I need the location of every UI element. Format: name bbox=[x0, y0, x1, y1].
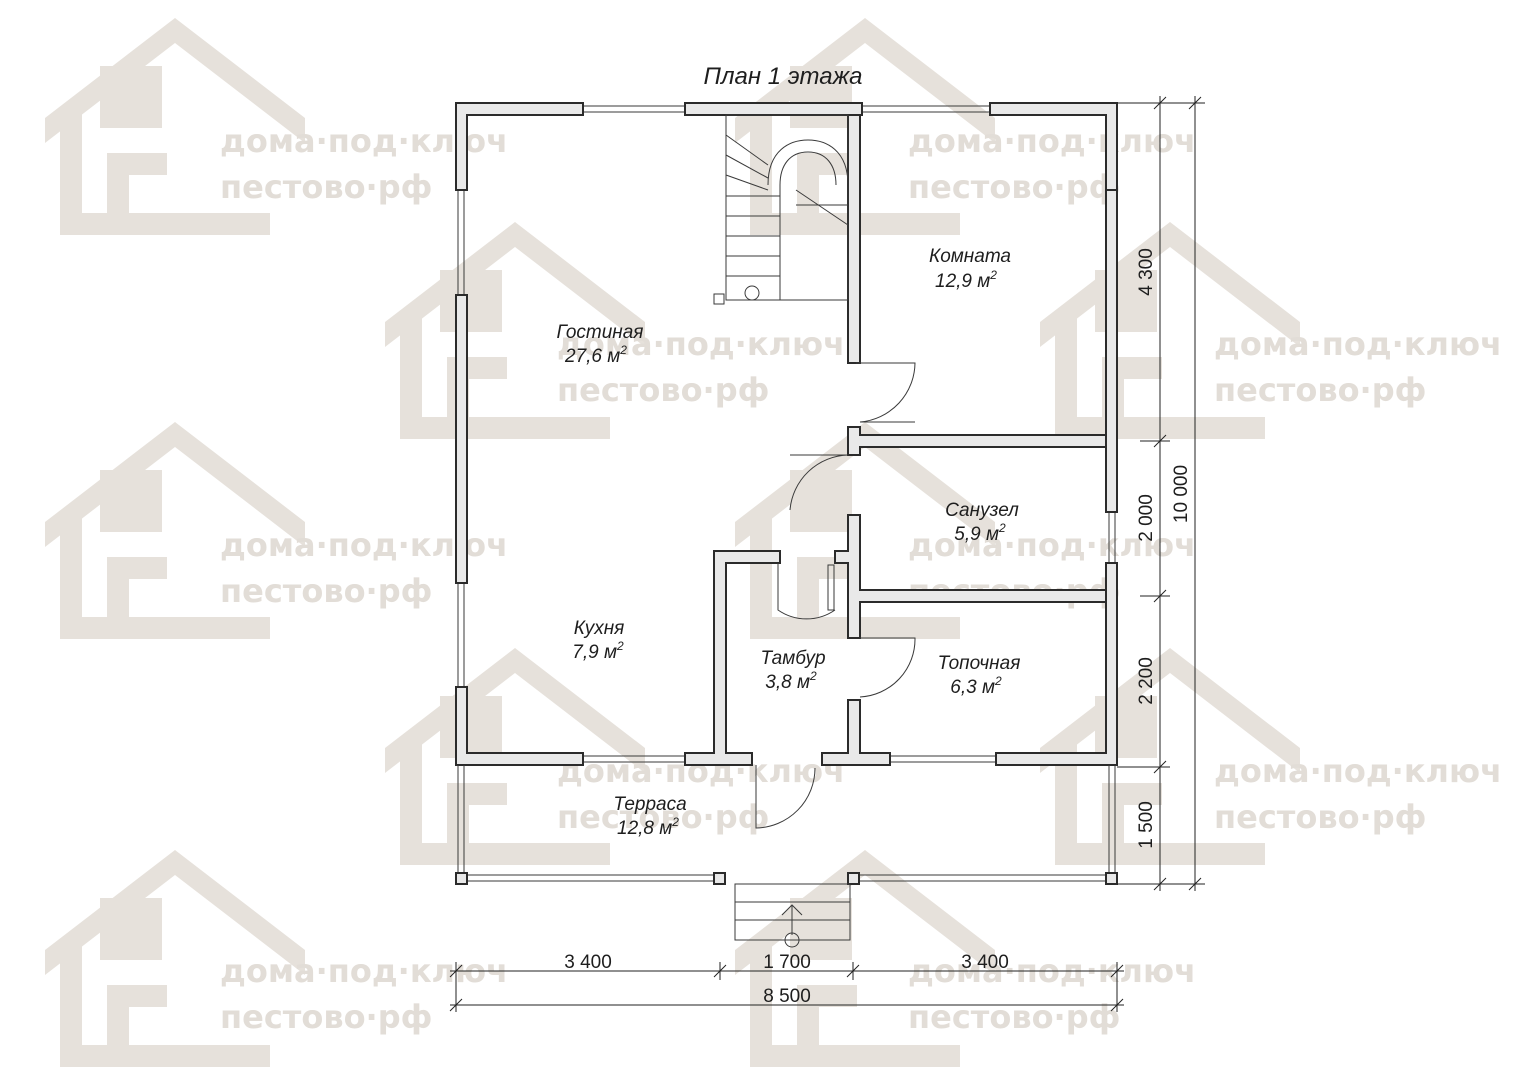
terrace-railing bbox=[455, 765, 1118, 885]
watermark-text: дома·под·ключ bbox=[908, 122, 1196, 160]
watermark-text: пестово·рф bbox=[220, 168, 432, 206]
watermark-text: дома·под·ключ bbox=[557, 325, 845, 363]
room-name: Топочная bbox=[938, 653, 1021, 674]
width-dimensions: 3 400 1 700 3 400 8 500 bbox=[449, 952, 1124, 1012]
room-name: Гостиная bbox=[557, 322, 644, 343]
watermark-text: дома·под·ключ bbox=[1214, 325, 1502, 363]
windows bbox=[457, 105, 1116, 763]
room-name: Комната bbox=[929, 246, 1011, 267]
watermark-text: пестово·рф bbox=[1214, 371, 1426, 409]
room-area: 12,9 м2 bbox=[935, 268, 997, 292]
staircase bbox=[713, 114, 849, 305]
watermark-text: пестово·рф bbox=[908, 168, 1120, 206]
room-area: 5,9 м2 bbox=[954, 521, 1006, 545]
room-labels: Гостиная 27,6 м2 Комната 12,9 м2 Санузел… bbox=[557, 246, 1021, 839]
room-name: Тамбур bbox=[760, 648, 825, 669]
watermark-text: пестово·рф bbox=[557, 798, 769, 836]
room-area: 6,3 м2 bbox=[950, 674, 1002, 698]
room-area: 7,9 м2 bbox=[572, 639, 624, 663]
watermark-text: дома·под·ключ bbox=[908, 526, 1196, 564]
room-name: Санузел bbox=[945, 500, 1019, 521]
dimension-label: 1 500 bbox=[1136, 801, 1157, 849]
dimension-label: 4 300 bbox=[1136, 248, 1157, 296]
watermark-layer: дома·под·ключ пестово·рф дома·под·ключ п… bbox=[45, 18, 1502, 1067]
dimension-label: 2 200 bbox=[1136, 657, 1157, 705]
room-area: 12,8 м2 bbox=[617, 815, 679, 839]
dimension-label: 1 700 bbox=[763, 952, 811, 973]
room-name: Кухня bbox=[574, 618, 625, 639]
dimension-label: 3 400 bbox=[564, 952, 612, 973]
dimension-label: 8 500 bbox=[763, 986, 811, 1007]
room-area: 3,8 м2 bbox=[765, 669, 817, 693]
dimension-label: 2 000 bbox=[1136, 494, 1157, 542]
dimension-label: 10 000 bbox=[1171, 465, 1192, 523]
room-area: 27,6 м2 bbox=[564, 343, 627, 367]
watermark-text: пестово·рф bbox=[220, 998, 432, 1036]
watermark-text: пестово·рф bbox=[557, 371, 769, 409]
watermark-text: дома·под·ключ bbox=[1214, 752, 1502, 790]
watermark-text: пестово·рф bbox=[220, 572, 432, 610]
walls bbox=[455, 102, 1118, 766]
doors bbox=[755, 362, 916, 829]
watermark-text: пестово·рф bbox=[1214, 798, 1426, 836]
entry-steps bbox=[734, 883, 851, 948]
dimension-label: 3 400 bbox=[961, 952, 1009, 973]
room-name: Терраса bbox=[613, 794, 686, 815]
plan-title: План 1 этажа bbox=[704, 63, 863, 90]
watermark-text: пестово·рф bbox=[908, 998, 1120, 1036]
depth-dimensions: 4 300 2 000 2 200 1 500 10 000 bbox=[1117, 96, 1205, 891]
